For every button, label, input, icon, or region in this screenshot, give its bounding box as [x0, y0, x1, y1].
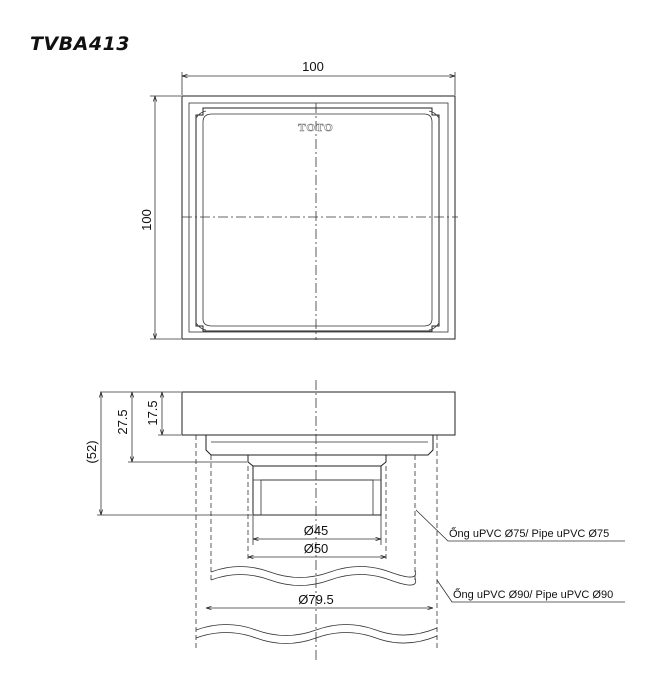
- side-view: Ø45 Ø50 Ø79.5 17.5 27.5 (52) Ống uPVC Ø7…: [84, 380, 625, 660]
- collar: [205, 435, 434, 456]
- outer-frame-inner: [188, 102, 449, 333]
- dia-79-5-label: Ø79.5: [298, 592, 333, 607]
- model-title: TVBA413: [30, 33, 131, 55]
- grate-inner-outline: [202, 113, 433, 327]
- dia-50-label: Ø50: [304, 541, 329, 556]
- trap-insert: [252, 465, 382, 516]
- frame-block: [181, 391, 456, 436]
- dim-17-5-label: 17.5: [145, 400, 160, 425]
- width-dimension-label: 100: [302, 59, 324, 74]
- dim-27-5-label: 27.5: [115, 409, 130, 434]
- dim-52-label: (52): [84, 440, 99, 463]
- trap-body: [247, 455, 387, 467]
- callout-90-leader: [436, 579, 625, 603]
- pipe-break-90: [195, 624, 438, 636]
- brand-logo: TOTO: [298, 122, 333, 134]
- grate-outline: [195, 107, 440, 332]
- height-dimension-label: 100: [139, 209, 154, 231]
- pipe-break-75: [210, 566, 417, 578]
- dia-45-label: Ø45: [304, 523, 329, 538]
- callout-75-leader: [415, 509, 625, 542]
- outer-frame: [181, 95, 456, 340]
- callout-90-text: Ống uPVC Ø90/ Pipe uPVC Ø90: [453, 587, 613, 601]
- callout-75-text: Ống uPVC Ø75/ Pipe uPVC Ø75: [449, 526, 609, 540]
- top-view: TOTO 100 100: [139, 59, 458, 340]
